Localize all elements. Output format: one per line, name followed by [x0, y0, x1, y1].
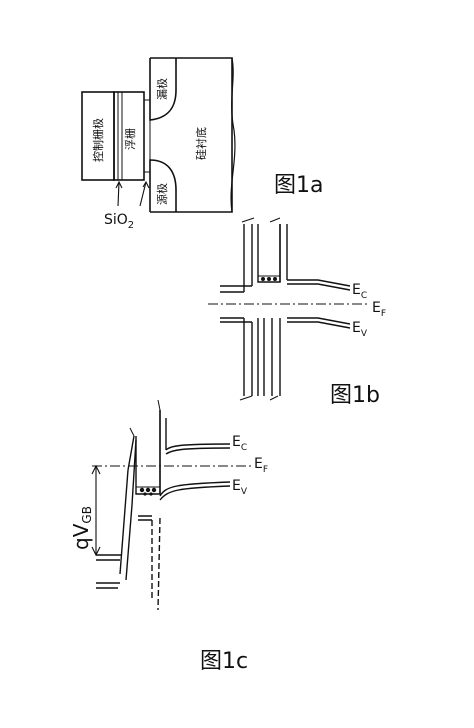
figure-1b: [208, 217, 370, 401]
ev-label-1c: EV: [232, 478, 248, 497]
left-electrode-1c: [96, 554, 122, 589]
figure-1b-caption: 图1b: [330, 383, 380, 408]
figure-1c: [91, 399, 252, 611]
qvgb-arrow-top: [91, 464, 101, 475]
floating-gate-well-1c: [135, 410, 161, 495]
left-barrier-upper: [243, 224, 253, 292]
substrate-label: 硅衬底: [194, 127, 208, 160]
electron-1c-1: [139, 487, 145, 493]
right-barrier-lower-1c: [151, 517, 161, 611]
ec-sub-1c: C: [241, 443, 247, 453]
electron-1c-2: [145, 487, 151, 493]
right-barrier-upper: [279, 224, 288, 282]
ef-main-1c: E: [254, 456, 263, 472]
left-barrier-lower: [243, 318, 253, 396]
qvgb-main: qV: [69, 523, 93, 550]
ec-main-1b: E: [352, 282, 361, 298]
qvgb-label: qVGB: [69, 506, 94, 550]
ef-label-1c: EF: [254, 456, 268, 475]
substrate-wavy-edge: [230, 57, 236, 213]
conduction-band-1b: [287, 279, 351, 291]
qvgb-arrow-bottom: [91, 546, 101, 557]
valence-band-1b: [287, 317, 351, 329]
ev-sub-1c: V: [241, 487, 248, 497]
electron-1b-1: [261, 277, 265, 281]
electron-1b-2: [267, 277, 271, 281]
figure-1a: [81, 57, 236, 213]
sio2-subscript: 2: [128, 220, 134, 231]
left-lower-electrode: [220, 285, 252, 323]
sio2-arrow-1: [117, 181, 120, 207]
right-barrier-lower: [271, 318, 281, 396]
floating-gate-label: 浮栅: [123, 128, 137, 150]
caps-1b: [239, 217, 281, 401]
ev-main-1c: E: [232, 478, 241, 494]
electron-1c-4: [143, 492, 147, 496]
sio2-label: SiO2: [104, 212, 134, 231]
figure-1a-caption: 图1a: [274, 173, 323, 198]
ec-sub-1b: C: [361, 291, 367, 301]
ev-sub-1b: V: [361, 329, 368, 339]
ef-label-1b: EF: [372, 300, 386, 319]
sio2-arrow-2: [139, 181, 147, 207]
control-gate-label: 控制栅极: [91, 118, 105, 162]
lower-gap-1c: [138, 515, 152, 521]
electron-1c-5: [149, 492, 153, 496]
electron-1b-3: [273, 277, 277, 281]
tilted-barrier-outer: [125, 439, 137, 581]
figure-1c-caption: 图1c: [200, 649, 248, 674]
sio2-main: SiO: [104, 212, 128, 228]
tilted-barrier-left: [119, 435, 135, 575]
ec-label-1b: EC: [352, 282, 367, 301]
ev-main-1b: E: [352, 320, 361, 336]
ef-main-1b: E: [372, 300, 381, 316]
drain-label: 漏极: [155, 78, 169, 100]
sio2-arrowhead-1: [115, 180, 123, 189]
sio2-arrowhead-2: [142, 180, 150, 189]
ec-main-1c: E: [232, 434, 241, 450]
floating-gate-well: [257, 224, 281, 283]
source-label: 源极: [155, 183, 169, 205]
ev-label-1b: EV: [352, 320, 368, 339]
substrate-outline: [150, 57, 233, 213]
electron-1c-3: [151, 487, 157, 493]
oxide-layer-2: [143, 99, 151, 173]
conduction-band-1c: [165, 443, 231, 455]
qvgb-sub: GB: [80, 506, 94, 524]
valence-band-1c: [159, 481, 231, 501]
tick-marks-1c: [129, 399, 161, 437]
ef-sub-1b: F: [381, 309, 386, 319]
lower-well: [257, 318, 265, 396]
ef-sub-1c: F: [263, 465, 268, 475]
right-barrier-1c: [159, 410, 167, 494]
ec-label-1c: EC: [232, 434, 247, 453]
oxide-layer-1: [117, 91, 123, 181]
